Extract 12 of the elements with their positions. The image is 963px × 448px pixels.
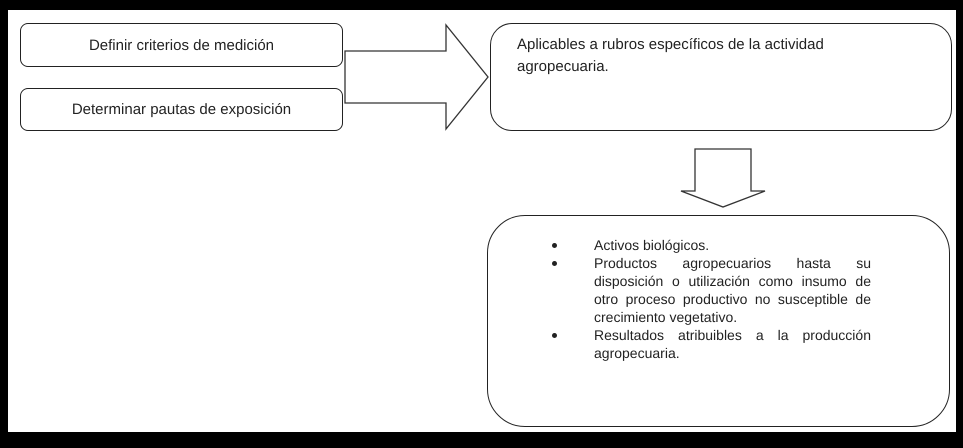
bullet-text: Activos biológicos. — [594, 236, 710, 254]
process-box — [20, 88, 343, 131]
box-text: Definir criterios de medición — [88, 36, 274, 54]
bullet-text: Productos agropecuarios hasta su disposición o utilización como insumo de otro proceso productivo no susceptible de crecimiento vegetativo. — [594, 254, 871, 326]
block-arrow — [344, 23, 489, 131]
box-text: Determinar pautas de exposición — [72, 101, 292, 118]
bullet-text: Resultados atribuibles a la producción agropecuaria. — [594, 326, 871, 362]
block-arrow — [680, 148, 766, 208]
process-box — [490, 23, 952, 131]
box-text: Aplicables a rubros específicos de la actividad agropecuaria. — [517, 35, 825, 77]
list-box — [487, 215, 950, 427]
process-box — [20, 23, 343, 67]
